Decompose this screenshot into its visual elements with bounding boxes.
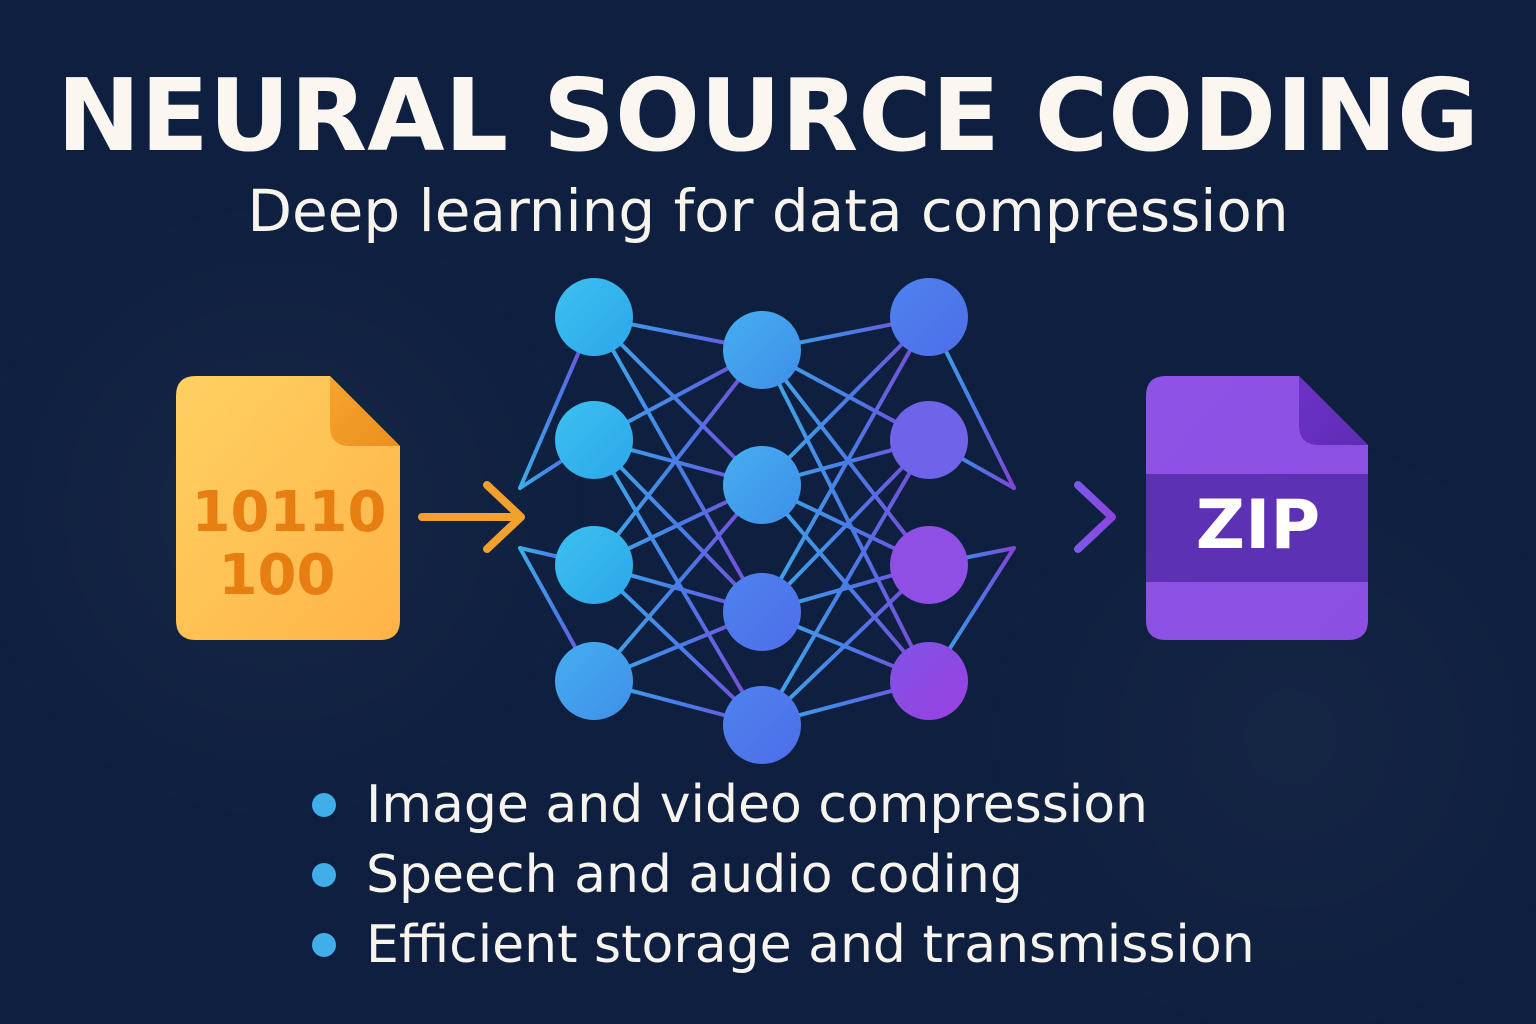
bullet-dot-icon bbox=[312, 863, 336, 887]
network-node bbox=[890, 401, 968, 479]
network-node bbox=[723, 446, 801, 524]
network-node bbox=[555, 278, 633, 356]
bullet-text: Efficient storage and transmission bbox=[366, 915, 1255, 975]
zip-label: ZIP bbox=[1196, 486, 1320, 565]
neural-network-icon bbox=[518, 278, 1016, 764]
bullet-dot-icon bbox=[312, 793, 336, 817]
page-subtitle: Deep learning for data compression bbox=[247, 177, 1289, 245]
zip-file-icon: ZIP bbox=[1146, 376, 1368, 640]
input-arrow-icon bbox=[418, 481, 525, 553]
network-node bbox=[890, 278, 968, 356]
network-node bbox=[723, 573, 801, 651]
network-node bbox=[723, 686, 801, 764]
feature-list: Image and video compression Speech and a… bbox=[312, 770, 1292, 980]
list-item: Image and video compression bbox=[312, 770, 1292, 840]
list-item: Speech and audio coding bbox=[312, 840, 1292, 910]
page-title: NEURAL SOURCE CODING bbox=[56, 57, 1480, 174]
list-item: Efficient storage and transmission bbox=[312, 910, 1292, 980]
bullet-text: Image and video compression bbox=[366, 775, 1149, 835]
network-node bbox=[890, 526, 968, 604]
binary-line-1: 10110 bbox=[192, 480, 387, 545]
bullet-dot-icon bbox=[312, 933, 336, 957]
network-node bbox=[555, 401, 633, 479]
bullet-text: Speech and audio coding bbox=[366, 845, 1023, 905]
binary-line-2: 100 bbox=[219, 543, 336, 608]
network-node bbox=[555, 642, 633, 720]
network-node bbox=[555, 526, 633, 604]
network-node bbox=[890, 642, 968, 720]
network-node bbox=[723, 311, 801, 389]
output-arrow-icon bbox=[1008, 481, 1116, 553]
input-file-icon: 10110 100 bbox=[176, 376, 400, 640]
